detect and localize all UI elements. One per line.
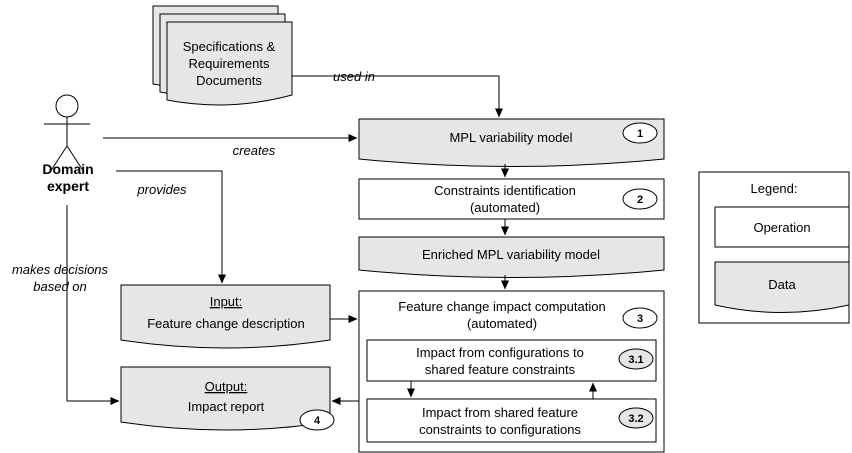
documents-line1: Specifications & [183,39,276,54]
edge-makes-decisions [66,205,120,405]
impact-31-line2: shared feature constraints [425,362,576,377]
edge-label-decisions-line1: makes decisions [12,262,109,277]
edge-provides [116,170,226,284]
legend-title: Legend: [751,181,798,196]
output-text: Impact report [188,399,265,414]
impact-line1: Feature change impact computation [398,299,605,314]
step-number-3-1: 3.1 [628,354,643,366]
constraints-node: Constraints identification (automated) 2 [358,178,665,220]
step-number-4: 4 [314,415,321,427]
legend-data-swatch [714,261,850,313]
step-number-3-2: 3.2 [628,413,643,425]
legend-data-label: Data [768,277,796,292]
edge-used-in [292,75,503,118]
step-number-3: 3 [637,313,643,325]
step-number-1: 1 [637,128,643,140]
edge-label-provides: provides [136,182,187,197]
edge-label-decisions-line2: based on [33,279,87,294]
impact-32-node: Impact from shared feature constraints t… [366,398,657,443]
legend: Legend: Operation Data [698,171,850,324]
impact-32-line2: constraints to configurations [419,422,581,437]
input-node: Input: Feature change description [120,284,331,349]
edge-label-creates: creates [233,143,276,158]
documents-line3: Documents [196,73,262,88]
output-title: Output: [205,379,248,394]
domain-expert-actor: Domain expert [42,94,94,194]
enriched-model-label: Enriched MPL variability model [422,247,600,262]
enriched-model-node: Enriched MPL variability model [358,236,665,278]
mpl-model-node: MPL variability model 1 [358,118,665,167]
edges: used in creates provides makes decisions… [12,69,597,405]
input-text: Feature change description [147,316,305,331]
actor-label-line2: expert [47,178,89,194]
edge-label-used-in: used in [333,69,375,84]
input-title: Input: [210,294,243,309]
documents-node: Specifications & Requirements Documents [152,5,293,106]
impact-line2: (automated) [467,316,537,331]
mpl-model-label: MPL variability model [449,130,572,145]
legend-operation-swatch [714,206,850,248]
constraints-line1: Constraints identification [434,183,576,198]
step-number-2: 2 [637,194,643,206]
constraints-line2: (automated) [470,200,540,215]
impact-31-node: Impact from configurations to shared fea… [366,339,657,382]
actor-label-line1: Domain [42,161,93,177]
output-node: Output: Impact report 4 [120,366,335,431]
impact-32-line1: Impact from shared feature [422,405,578,420]
impact-31-line1: Impact from configurations to [416,345,584,360]
legend-operation-label: Operation [753,220,810,235]
documents-line2: Requirements [189,56,270,71]
